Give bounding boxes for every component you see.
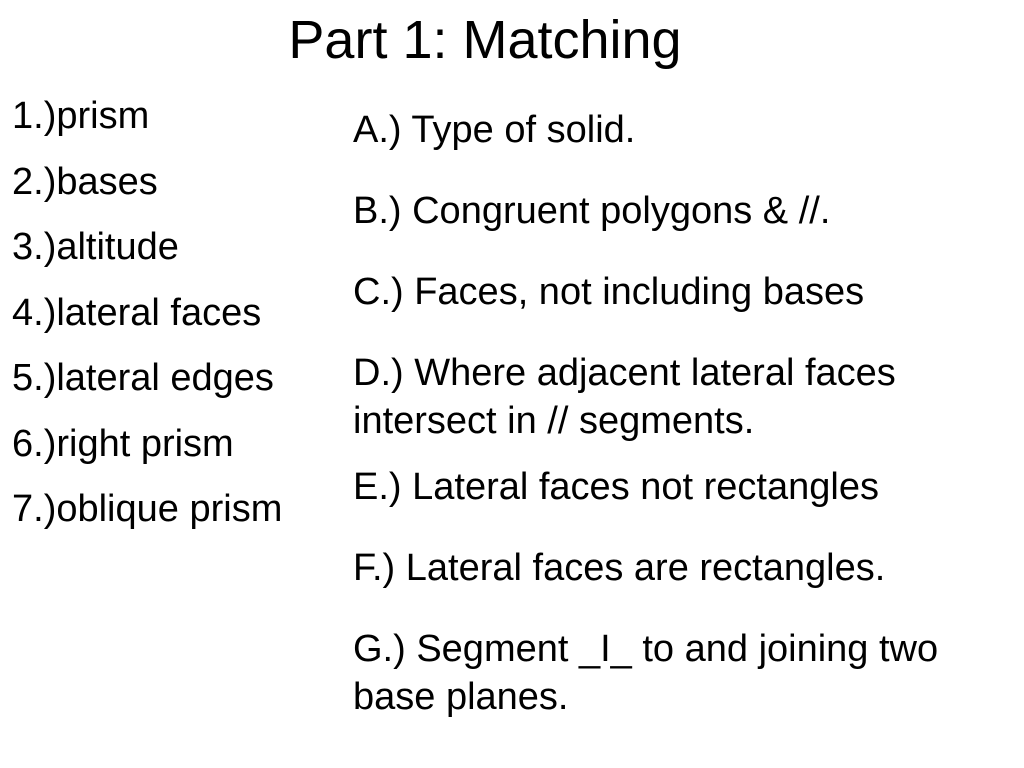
definition-item: E.) Lateral faces not rectangles [353,466,879,508]
definition-item: B.) Congruent polygons & //. [353,190,831,232]
definition-item: D.) Where adjacent lateral faces interse… [353,352,896,442]
definition-item: C.) Faces, not including bases [353,271,865,313]
terms-list: 1.)prism 2.)bases 3.)altitude 4.)lateral… [12,94,282,553]
definitions-list: A.) Type of solid. B.) Congruent polygon… [353,106,1013,721]
term-item: 5.)lateral edges [12,357,274,399]
term-item: 7.)oblique prism [12,488,283,530]
term-item: 2.)bases [12,160,158,203]
definition-item: A.) Type of solid. [353,109,636,151]
slide-title: Part 1: Matching [288,10,682,70]
definition-item: F.) Lateral faces are rectangles. [353,547,886,589]
term-item: 3.)altitude [12,226,179,268]
term-item: 6.)right prism [12,422,234,465]
definition-item: G.) Segment _I_ to and joining two base … [353,628,939,718]
term-item: 4.)lateral faces [12,291,262,334]
term-item: 1.)prism [12,95,150,137]
